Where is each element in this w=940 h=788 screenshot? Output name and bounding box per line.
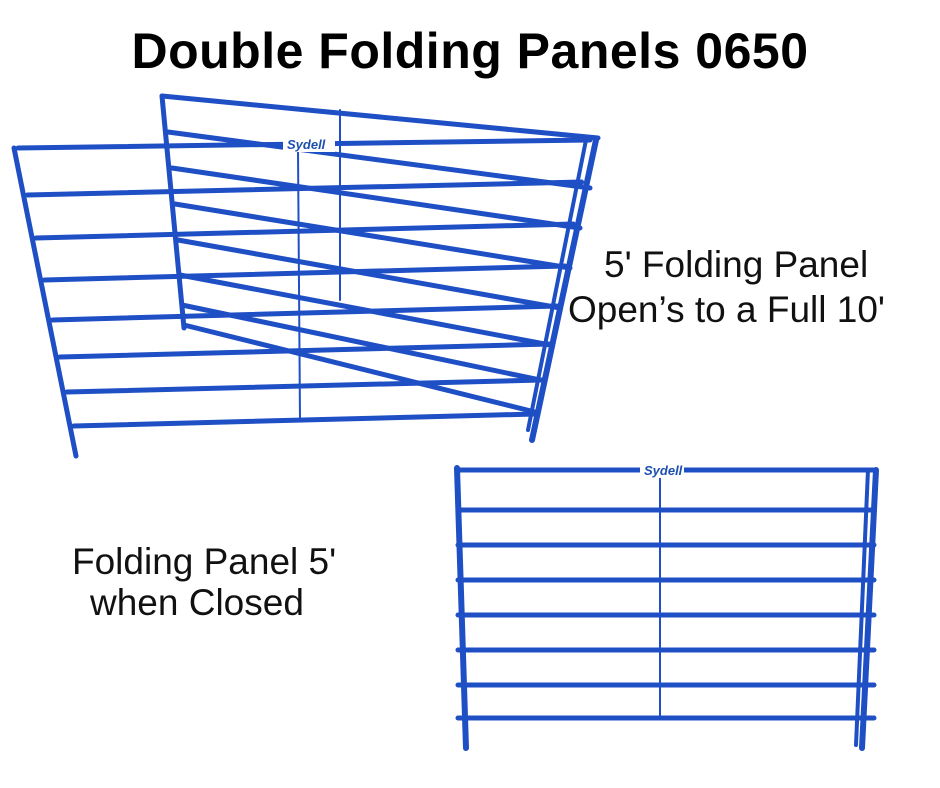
front-panel-post — [11, 145, 79, 459]
front-panel-rail — [57, 341, 552, 360]
closed-panel-post — [854, 468, 870, 747]
closed-panel-post — [454, 465, 469, 751]
back-panel-rail — [169, 165, 583, 231]
closed-caption-line1: Folding Panel 5' — [72, 541, 337, 582]
brand-logo-closed: Sydell — [640, 463, 684, 478]
front-panel-rail — [33, 221, 576, 241]
page-title: Double Folding Panels 0650 — [131, 23, 809, 79]
back-panel-rail — [159, 93, 601, 141]
brand-logo-open: Sydell — [283, 136, 335, 152]
open-caption-line2: Open’s to a Full 10' — [568, 289, 885, 330]
svg-text:Sydell: Sydell — [287, 137, 326, 152]
front-panel-post — [529, 137, 599, 443]
front-panel-rail — [41, 263, 568, 283]
front-panel-rail — [64, 377, 545, 395]
back-panel-rail — [165, 129, 593, 191]
back-panel-rail — [175, 237, 563, 311]
back-panel-rail — [179, 302, 543, 383]
back-panel-post — [159, 93, 187, 331]
closed-caption-line2: when Closed — [90, 582, 304, 623]
closed-panel-post — [859, 467, 879, 751]
open-caption-line1: 5' Folding Panel — [604, 244, 869, 285]
back-panel-rail — [181, 322, 538, 415]
front-panel-rail — [49, 303, 560, 323]
front-panel-rail — [71, 411, 538, 429]
svg-text:Sydell: Sydell — [644, 463, 683, 478]
front-panel-brace — [297, 149, 301, 421]
back-panel-rail — [172, 201, 573, 271]
front-panel-rail — [24, 179, 585, 198]
